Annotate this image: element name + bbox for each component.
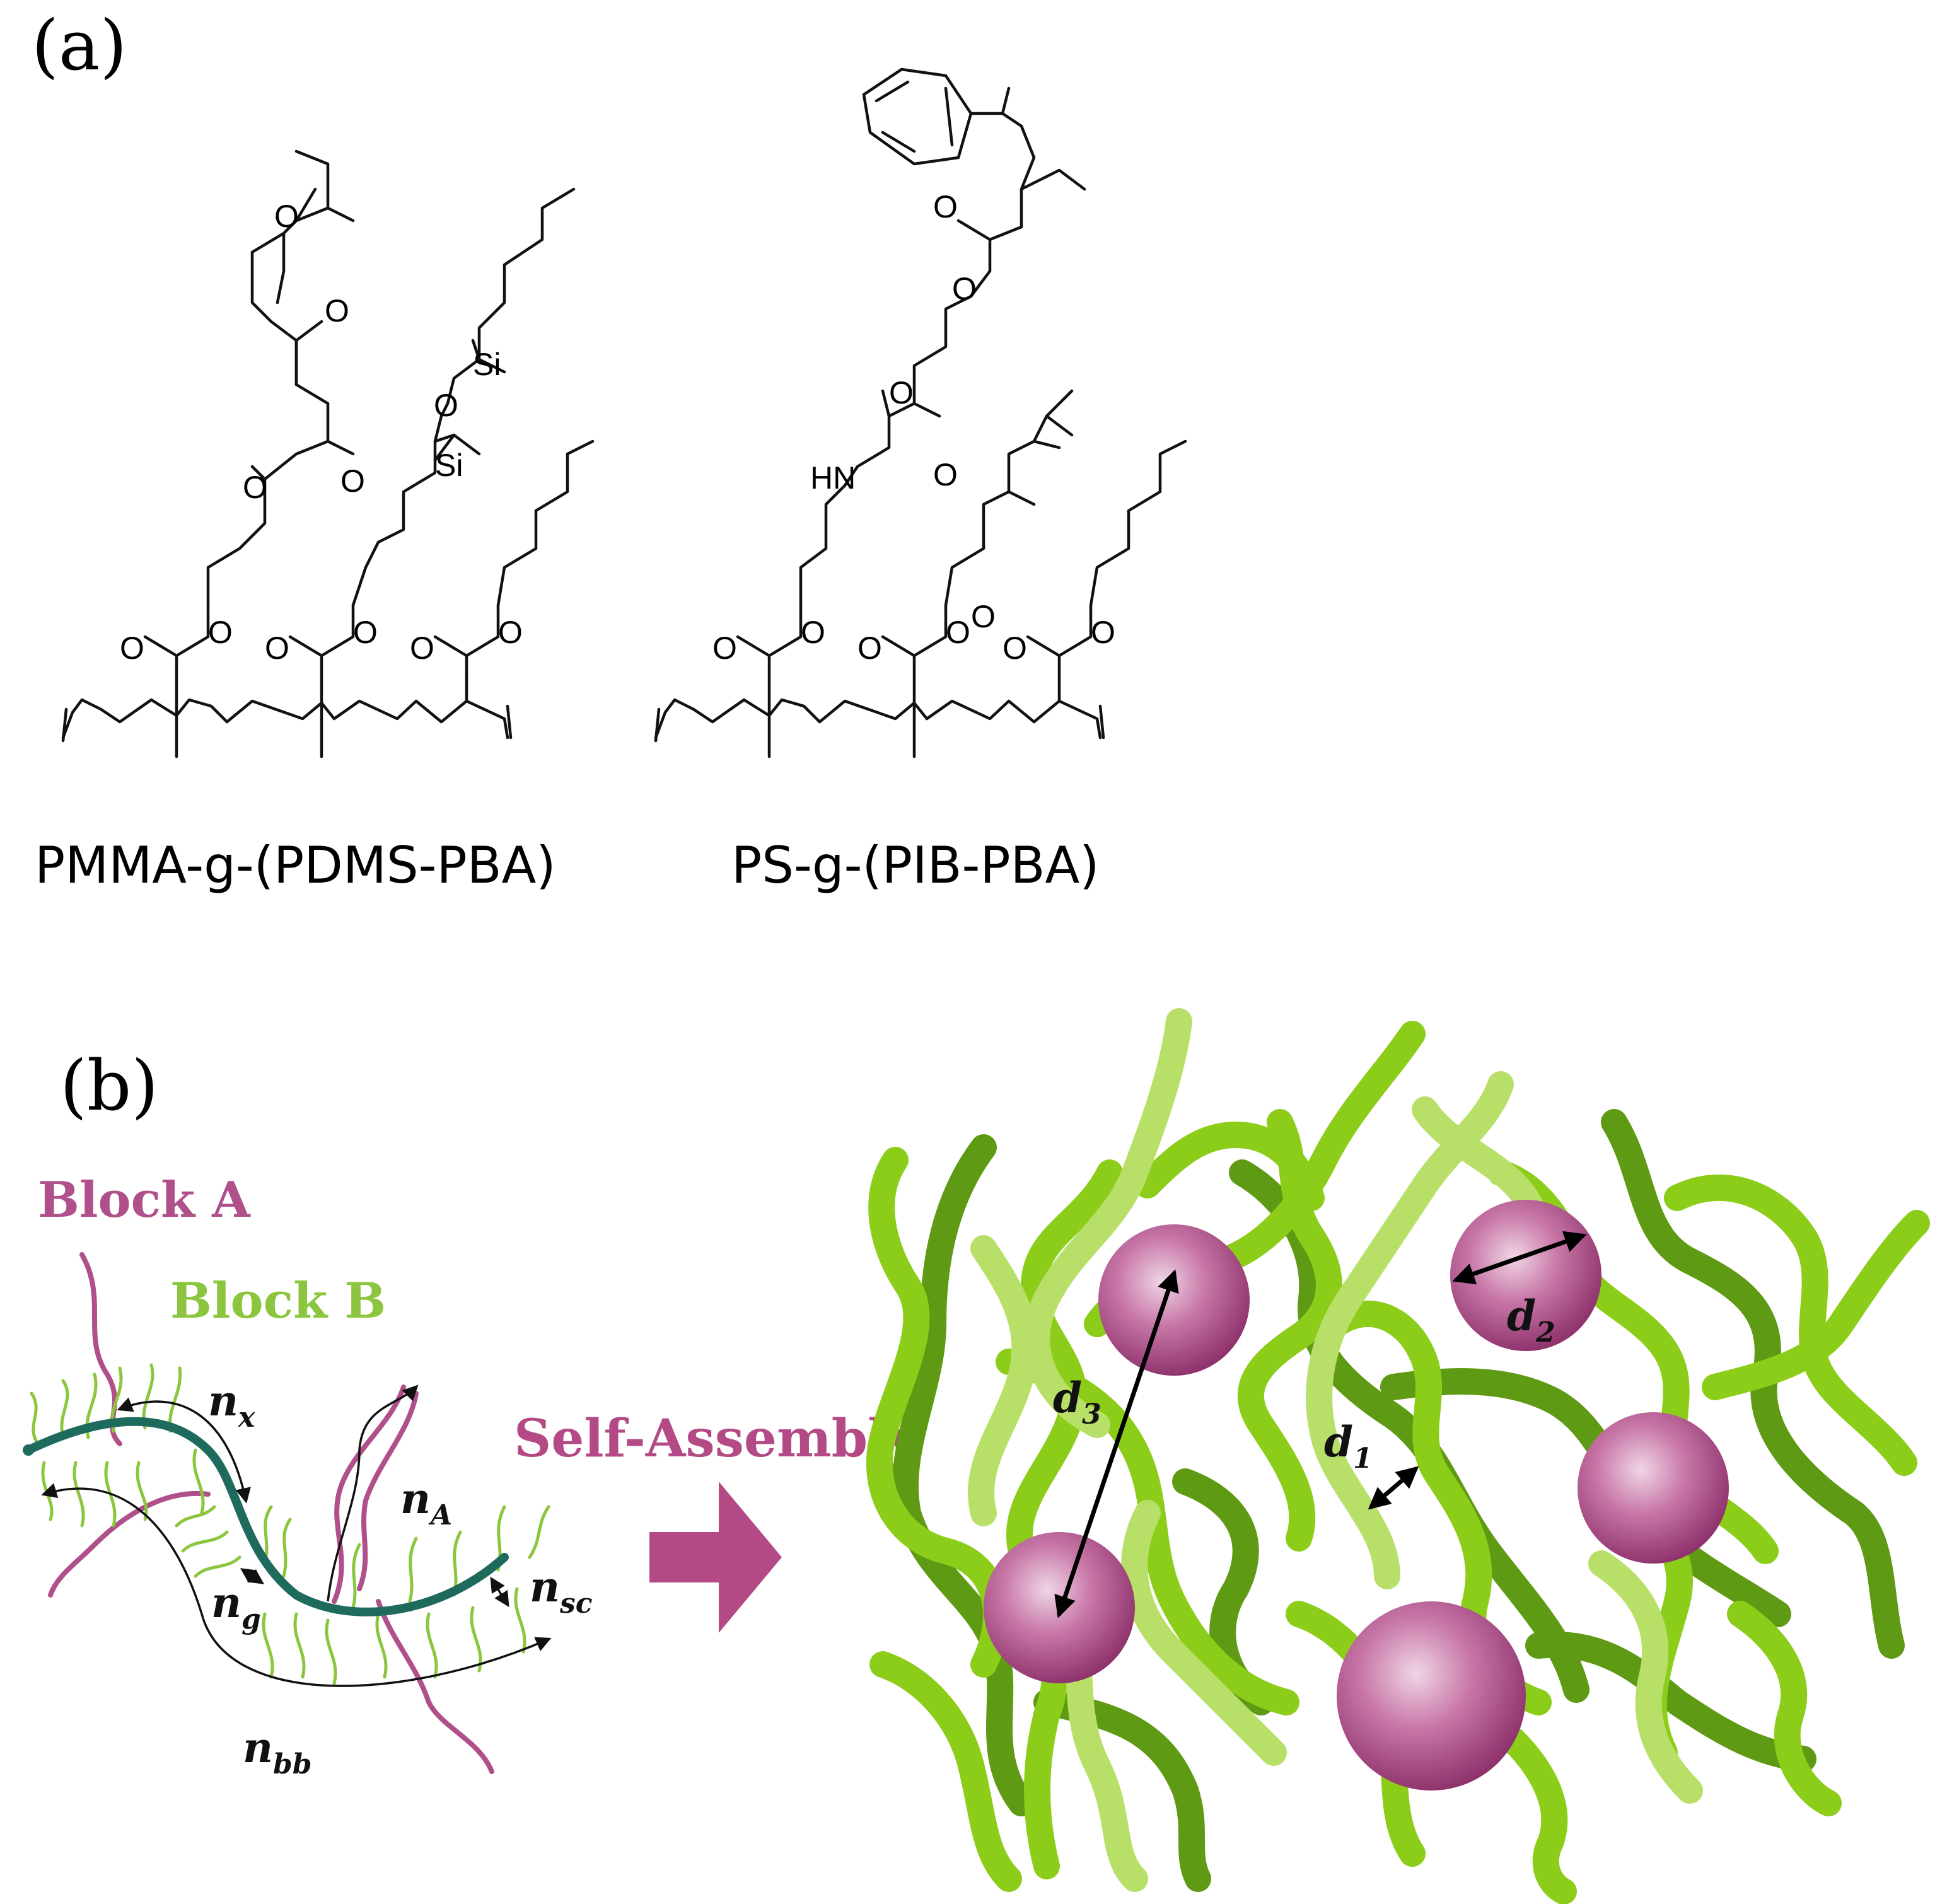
block-b-label: Block B [170, 1272, 386, 1330]
atom-label: O [889, 375, 914, 410]
panel-a: (a) [32, 5, 1187, 895]
param-nx: nx [208, 1376, 255, 1434]
self-assembly-arrow: Self-Assembly [514, 1408, 919, 1633]
domain-sphere [1098, 1224, 1250, 1376]
atom-label: Si [435, 448, 463, 483]
self-assembly-label: Self-Assembly [514, 1408, 919, 1469]
atom-label: O [410, 630, 434, 666]
atom-label: Si [473, 347, 501, 382]
domain-sphere [1578, 1412, 1729, 1564]
polymer-name-1: PMMA-g-(PDMS-PBA) [35, 836, 556, 895]
panel-a-label: (a) [32, 5, 127, 86]
nx-arrow [117, 1397, 251, 1504]
param-d3: d3 [1053, 1373, 1101, 1431]
block-a-label: Block A [38, 1171, 251, 1229]
atom-label: O [274, 199, 299, 234]
panel-b: (b) [23, 1008, 1930, 1904]
param-na: nA [400, 1474, 452, 1531]
atom-label: O [933, 189, 958, 224]
atom-label: O [933, 457, 958, 492]
atom-label: O [208, 615, 233, 650]
atom-label: O [971, 599, 996, 634]
atom-label: O [952, 271, 977, 306]
atom-label: O [353, 615, 378, 650]
atom-label: O [712, 630, 737, 666]
atom-label: O [498, 615, 523, 650]
ng-arrow [240, 1568, 265, 1584]
backbone-end [23, 1444, 34, 1456]
atom-label: O [1091, 615, 1115, 650]
polymer-name-2: PS-g-(PIB-PBA) [731, 836, 1099, 895]
d1-arrow [1368, 1466, 1419, 1510]
d3-arrow [1054, 1269, 1179, 1618]
atom-label: O [857, 630, 882, 666]
atom-label: HN [810, 460, 856, 496]
atom-label: O [120, 630, 144, 666]
atom-label: O [265, 630, 289, 666]
nbb-arrow [41, 1483, 552, 1687]
nsc-arrow [490, 1576, 509, 1608]
param-nsc: nsc [530, 1562, 593, 1620]
assembled-network: d3 d2 d1 [866, 1008, 1930, 1904]
atom-label: O [325, 293, 349, 328]
param-d1: d1 [1324, 1417, 1373, 1475]
atom-label: O [434, 388, 458, 423]
param-d2: d2 [1507, 1291, 1555, 1349]
d2-arrow [1452, 1231, 1587, 1285]
big-arrow-icon [649, 1482, 782, 1633]
atom-label: O [1003, 630, 1027, 666]
atom-label: O [340, 463, 365, 499]
atom-label: O [243, 470, 267, 505]
param-nbb: nbb [243, 1723, 312, 1780]
atom-label: O [946, 615, 970, 650]
param-ng: ng [211, 1578, 261, 1635]
atom-label: O [801, 615, 825, 650]
panel-b-label: (b) [60, 1045, 158, 1126]
structure-pmma-g-pdms-pba: O O O O O O O O O O O Si Si PMMA-g-(PDMS… [35, 149, 595, 895]
domain-sphere [1337, 1601, 1526, 1791]
structure-ps-g-pib-pba: O O O O O HN O O O O O O PS-g-(PIB-PBA) [654, 67, 1187, 895]
bottlebrush-schematic: Block A Block B nx nA ng nsc nbb [23, 1171, 593, 1780]
block-b-sidechains [30, 1363, 550, 1685]
